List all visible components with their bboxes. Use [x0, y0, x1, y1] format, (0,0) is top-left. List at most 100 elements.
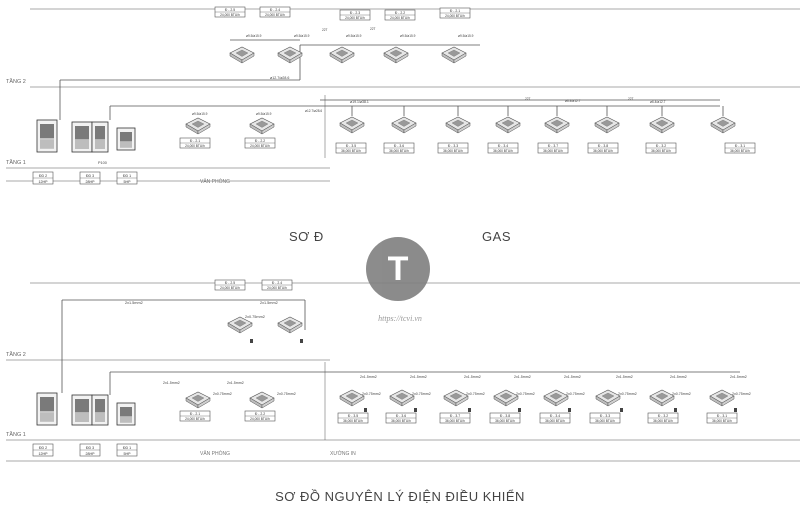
- unit-id-text: Đ - 3.4: [498, 144, 508, 148]
- ctrl-remote-switch: [250, 339, 253, 343]
- od-id-text: ĐD 3: [86, 446, 94, 450]
- zone-office-bottom: VĂN PHÒNG: [200, 451, 231, 457]
- ctrl-floor2-unit-label-1: Đ - 2.524,000 BTU/h: [214, 279, 246, 291]
- unit-id-text: Đ - 3.8: [500, 414, 510, 418]
- gas-floor2-unit-label-5: Đ - 2.124,000 BTU/h: [439, 7, 471, 19]
- unit-capacity-text: 36,000 BTU/h: [389, 149, 409, 153]
- wire-label-branch: 2x0.75mm2: [277, 392, 296, 396]
- gas-office-unit-label-2: Đ - 2.224,000 BTU/h: [244, 137, 276, 149]
- cassette-grille: [345, 392, 359, 400]
- outdoor-panel: [75, 140, 89, 149]
- outdoor-unit-dd1-bottom: [116, 402, 136, 426]
- cassette-grille: [395, 392, 409, 400]
- cassette-grille: [600, 119, 614, 127]
- unit-capacity-text: 24,000 BTU/h: [185, 144, 205, 148]
- floor1-label-top: TẦNG 1: [6, 160, 26, 166]
- unit-id-text: Đ - 2.1: [190, 139, 200, 143]
- od-hp-text: 28HP: [86, 452, 96, 456]
- wire-label-main: 2x1.5mm2: [163, 381, 180, 385]
- unit-capacity-text: 36,000 BTU/h: [653, 419, 673, 423]
- cassette-side-right: [197, 397, 211, 409]
- ctrl-workshop-cassette-7: [649, 389, 675, 407]
- unit-capacity-text: 24,000 BTU/h: [220, 13, 240, 17]
- outdoor-unit-dd3b-top: [91, 121, 109, 153]
- unit-id-text: Đ - 2.4: [270, 8, 280, 12]
- outdoor-panel: [40, 139, 54, 149]
- unit-id-text: Đ - 3.2: [658, 414, 668, 418]
- gas-workshop-unit-label-5: Đ - 3.736,000 BTU/h: [537, 142, 569, 154]
- od-hp-text: 5HP: [124, 180, 132, 184]
- od-hp-text: 12HP: [39, 452, 49, 456]
- unit-id-text: Đ - 3.2: [656, 144, 666, 148]
- unit-capacity-text: 24,000 BTU/h: [250, 417, 270, 421]
- ctrl-remote-switch: [414, 408, 417, 412]
- unit-capacity-text: 24,000 BTU/h: [390, 16, 410, 20]
- outdoor-unit-dd3b-bottom: [91, 394, 109, 426]
- cassette-grille: [191, 394, 205, 402]
- wire-label-main: 2x1.5mm2: [410, 375, 427, 379]
- gas-diagram-title: SƠ Đ GAS: [0, 229, 800, 244]
- ctrl-remote-switch: [734, 408, 737, 412]
- cassette-side-right: [606, 122, 620, 134]
- unit-id-text: Đ - 2.4: [272, 281, 282, 285]
- unit-capacity-text: 36,000 BTU/h: [343, 419, 363, 423]
- cassette-side-right: [661, 395, 675, 407]
- cassette-grille: [255, 394, 269, 402]
- unit-id-text: Đ - 3.1: [717, 414, 727, 418]
- unit-capacity-text: 36,000 BTU/h: [593, 149, 613, 153]
- ctrl-remote-switch: [364, 408, 367, 412]
- cassette-side-right: [197, 123, 211, 135]
- wire-label-main: 2x1.5mm2: [260, 301, 278, 305]
- unit-capacity-text: 24,000 BTU/h: [445, 14, 465, 18]
- outdoor-unit-dd1-top: [116, 127, 136, 151]
- pipe-label-22t: 22T: [322, 28, 328, 32]
- outdoor-fan: [40, 397, 54, 412]
- gas-floor2-cassette-3: [329, 46, 355, 64]
- cassette-grille: [255, 120, 269, 128]
- ctrl-remote-switch: [300, 339, 303, 343]
- unit-capacity-text: 36,000 BTU/h: [543, 149, 563, 153]
- wire-label-branch: 2x0.75mm2: [213, 392, 232, 396]
- wire-label-branch: 2x0.75mm2: [732, 392, 751, 396]
- cassette-side-right: [507, 122, 521, 134]
- cassette-grille: [397, 119, 411, 127]
- cassette-side-right: [395, 52, 409, 64]
- wire-label-main: 2x1.5mm2: [616, 375, 633, 379]
- ctrl-remote-switch: [568, 408, 571, 412]
- wire-label-branch: 2x0.75mm2: [566, 392, 585, 396]
- cassette-side-right: [401, 395, 415, 407]
- gas-workshop-cassette-3: [445, 116, 471, 134]
- ctrl-workshop-cassette-4: [493, 389, 519, 407]
- unit-id-text: Đ - 3.6: [394, 144, 404, 148]
- pipe-label-branch: ø9.5/ø15.9: [458, 34, 474, 38]
- wire-label-main: 2x1.5mm2: [564, 375, 581, 379]
- gas-workshop-cassette-2: [391, 116, 417, 134]
- ctrl-workshop-cassette-3: [443, 389, 469, 407]
- gas-workshop-unit-label-7: Đ - 3.236,000 BTU/h: [645, 142, 677, 154]
- cassette-side-right: [457, 122, 471, 134]
- unit-capacity-text: 36,000 BTU/h: [545, 419, 565, 423]
- unit-id-text: Đ - 2.2: [255, 139, 265, 143]
- cassette-grille: [233, 319, 247, 327]
- unit-id-text: Đ - 3.7: [548, 144, 558, 148]
- gas-floor2-cassette-5: [441, 46, 467, 64]
- cassette-side-right: [341, 52, 355, 64]
- cassette-grille: [447, 49, 461, 57]
- cassette-grille: [335, 49, 349, 57]
- unit-capacity-text: 36,000 BTU/h: [443, 149, 463, 153]
- pipe-label-branch: ø9.5/ø15.9: [192, 112, 208, 116]
- control-diagram-title: SƠ ĐỒ NGUYÊN LÝ ĐIỆN ĐIỀU KHIỂN: [275, 489, 525, 504]
- cassette-grille: [499, 392, 513, 400]
- outdoor-unit-dd2-bottom: [36, 392, 58, 426]
- cassette-grille: [501, 119, 515, 127]
- wire-label-main: 2x1.5mm2: [514, 375, 531, 379]
- unit-id-text: Đ - 3.3: [448, 144, 458, 148]
- unit-capacity-text: 24,000 BTU/h: [250, 144, 270, 148]
- ctrl-workshop-unit-label-2: Đ - 3.636,000 BTU/h: [385, 412, 417, 424]
- pipe-label-22t: 22T: [628, 97, 634, 101]
- wire-label-main: 2x1.5mm2: [670, 375, 687, 379]
- cassette-side-right: [722, 122, 736, 134]
